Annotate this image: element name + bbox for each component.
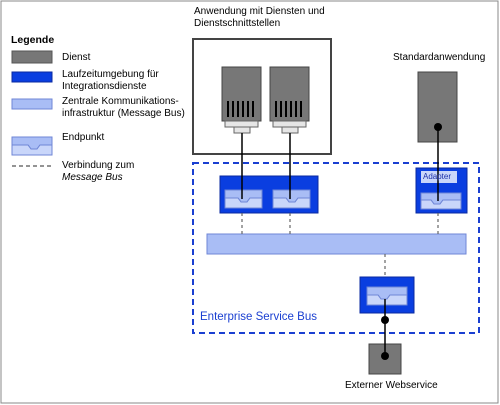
legend-label-runtime: Laufzeitumgebung für Integrationsdienste [62, 69, 159, 92]
legend-label-connection: Verbindung zum [62, 160, 135, 171]
standard-app-box [417, 71, 458, 143]
legend-endpoint-icon [11, 136, 53, 156]
adapter-label-bg [421, 171, 457, 183]
standard-app-title: Standardanwendung [393, 52, 486, 63]
legend-label-endpoint: Endpunkt [62, 132, 105, 143]
endpoint-1 [224, 189, 263, 209]
legend-infra-swatch [11, 98, 53, 110]
legend-title: Legende [11, 34, 55, 46]
legend-label-infra: Zentrale Kommunikations-infrastruktur (M… [62, 96, 185, 119]
app-with-services-title: Anwendung mit Diensten und Dienstschnitt… [194, 6, 325, 29]
legend-label-connection-italic: Message Bus [62, 172, 123, 183]
legend-service-swatch [11, 50, 53, 64]
standard-app-port [434, 123, 442, 131]
external-webservice-label: Externer Webservice [345, 380, 438, 391]
esb-region [192, 162, 480, 334]
legend-label-service: Dienst [62, 52, 91, 63]
adapter-endpoint [420, 192, 462, 210]
service-2 [269, 66, 310, 134]
esb-label: Enterprise Service Bus [200, 311, 317, 323]
legend-runtime-swatch [11, 71, 53, 83]
endpoint-2 [272, 189, 311, 209]
app-with-services-box [192, 38, 332, 155]
service-1 [221, 66, 262, 134]
external-port-top [381, 316, 389, 324]
adapter-label: Adapter [423, 172, 452, 181]
message-bus-bar [206, 233, 467, 255]
external-port-bottom [381, 352, 389, 360]
external-endpoint [366, 286, 408, 306]
